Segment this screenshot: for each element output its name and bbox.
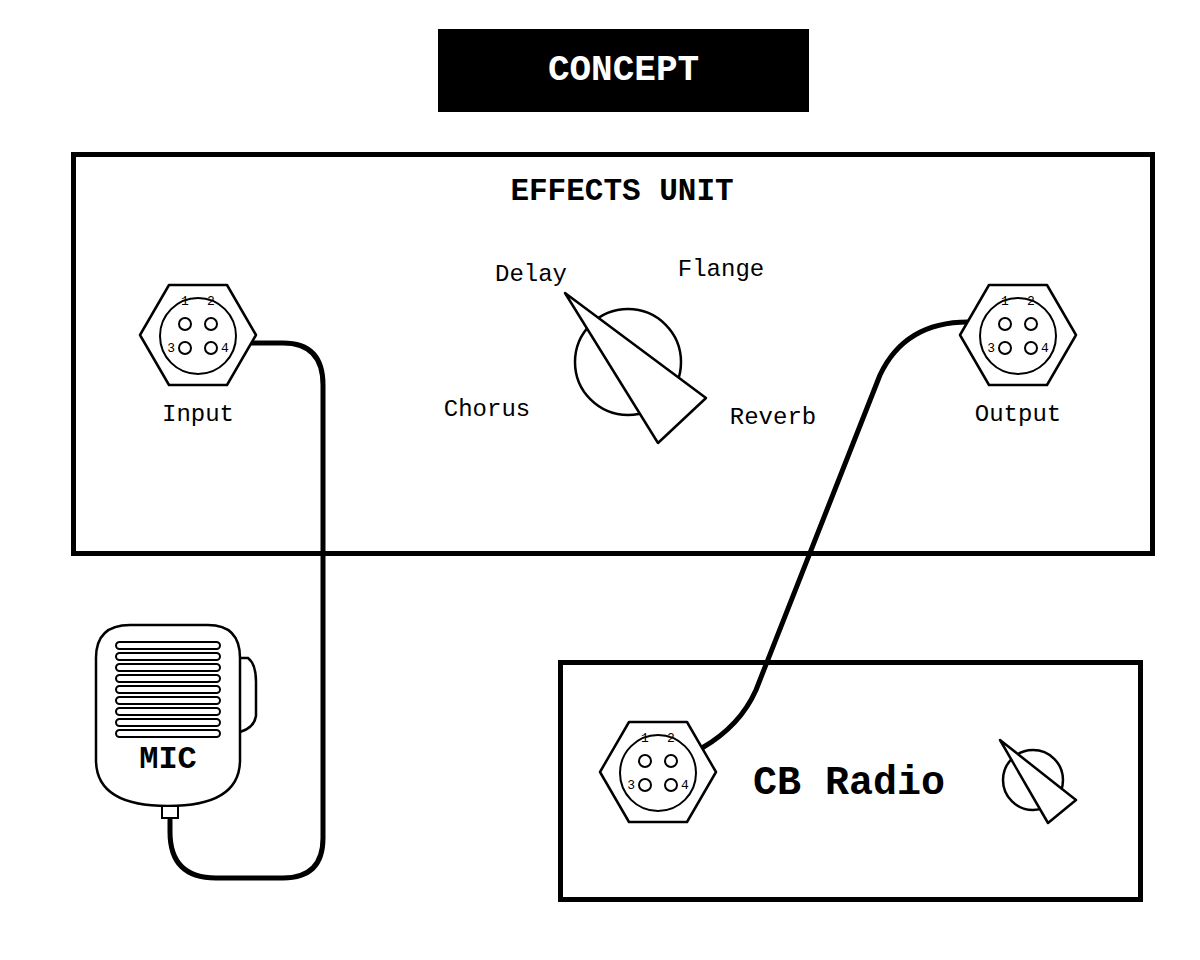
grille-slot <box>116 642 220 649</box>
pin-hole <box>639 779 651 791</box>
pin-number: 2 <box>207 295 215 308</box>
grille-slot <box>116 730 220 737</box>
hex-nut <box>600 722 716 822</box>
pin-hole <box>179 318 191 330</box>
grille-slot <box>116 719 220 726</box>
knob-pointer <box>565 293 706 443</box>
pin-hole <box>1025 342 1037 354</box>
knob-pointer <box>1000 740 1076 823</box>
pin-number: 1 <box>641 732 649 745</box>
connector-label: Output <box>975 403 1061 427</box>
unit-heading: EFFECTS UNIT <box>510 176 733 207</box>
socket-face <box>160 298 236 374</box>
hex-nut <box>140 285 256 385</box>
pin-number: 3 <box>627 779 635 792</box>
pin-number: 4 <box>221 342 229 355</box>
effect-label: Chorus <box>444 398 530 422</box>
pin-hole <box>665 755 677 767</box>
title-text: CONCEPT <box>548 50 699 91</box>
effect-label: Flange <box>678 258 764 282</box>
pin-hole <box>179 342 191 354</box>
grille-slot <box>116 675 220 682</box>
pin-hole <box>1025 318 1037 330</box>
grille-slot <box>116 653 220 660</box>
pin-number: 2 <box>667 732 675 745</box>
effect-label: Reverb <box>730 406 816 430</box>
socket-face <box>620 735 696 811</box>
radio-label: CB Radio <box>753 764 945 804</box>
pin-hole <box>999 318 1011 330</box>
title-banner: CONCEPT <box>438 29 809 112</box>
mic-label: MIC <box>139 744 197 776</box>
connector-socket: 1 2 3 4Input <box>138 275 258 435</box>
pin-hole <box>205 318 217 330</box>
strain-relief <box>162 806 178 818</box>
mic-body <box>96 625 240 806</box>
connector-outline <box>598 712 718 830</box>
microphone: MIC <box>90 620 260 820</box>
pin-hole <box>639 755 651 767</box>
connector-socket: 1 2 3 4 <box>598 712 718 830</box>
pin-hole <box>999 342 1011 354</box>
connector-socket: 1 2 3 4Output <box>958 275 1078 435</box>
socket-face <box>980 298 1056 374</box>
pin-hole <box>205 342 217 354</box>
grille-slot <box>116 686 220 693</box>
pin-number: 3 <box>987 342 995 355</box>
pin-number: 3 <box>167 342 175 355</box>
effects-unit-box: EFFECTS UNIT 1 2 3 4Input 1 2 3 4Output <box>71 152 1155 556</box>
connector-label: Input <box>162 403 234 427</box>
grille-slot <box>116 664 220 671</box>
grille-slot <box>116 697 220 704</box>
hex-nut <box>960 285 1076 385</box>
cable <box>702 322 968 748</box>
pin-hole <box>665 779 677 791</box>
grille-slot <box>116 708 220 715</box>
ptt-button <box>240 658 256 732</box>
pin-number: 2 <box>1027 295 1035 308</box>
effect-label: Delay <box>495 263 567 287</box>
pin-number: 4 <box>1041 342 1049 355</box>
pin-number: 4 <box>681 779 689 792</box>
pin-number: 1 <box>1001 295 1009 308</box>
pin-number: 1 <box>181 295 189 308</box>
cb-radio-box: CB Radio 1 2 3 4 <box>558 660 1143 902</box>
microphone-outline <box>90 620 260 820</box>
